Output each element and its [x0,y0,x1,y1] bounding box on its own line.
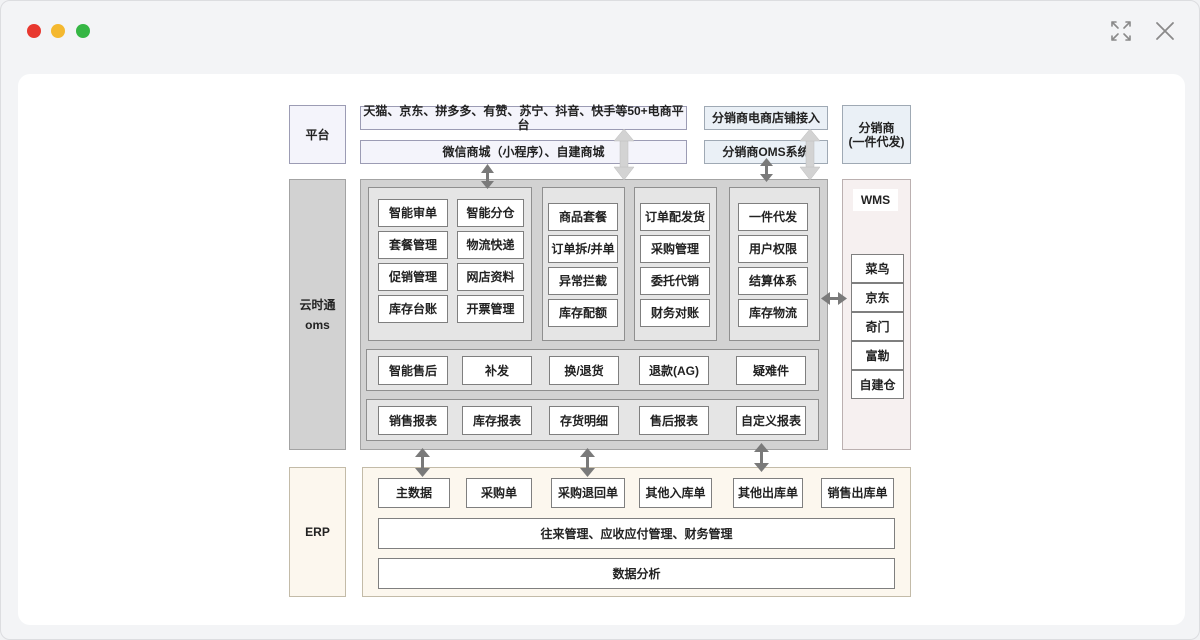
arrow-oms-erp-2 [586,455,589,471]
erp-sales-outbound: 销售出库单 [821,478,894,508]
cell-settlement: 结算体系 [738,267,808,295]
cell-aftersales-report: 售后报表 [639,406,709,435]
wms-cainiao: 菜鸟 [851,254,904,283]
cell-exception: 异常拦截 [548,267,618,295]
minimize-window-dot[interactable] [51,24,65,38]
oms-label-line2: oms [305,317,330,332]
arrow-oms-wms [827,297,841,300]
wms-fule: 富勒 [851,341,904,370]
cell-smart-review: 智能审单 [378,199,448,227]
cell-dropship: 一件代发 [738,203,808,231]
wechat-mall-box: 微信商城（小程序）、自建商城 [360,140,687,164]
arrow-oms-erp-3 [760,450,763,466]
arrow-distributor-oms [765,163,768,175]
arrow-wechat-oms [486,171,489,183]
platform-label: 平台 [289,105,346,164]
cell-smart-warehouse: 智能分仓 [457,199,524,227]
cell-logistics: 物流快递 [457,231,524,259]
maximize-window-dot[interactable] [76,24,90,38]
cell-user-permission: 用户权限 [738,235,808,263]
oms-label: 云时通 oms [289,179,346,450]
cell-sales-report: 销售报表 [378,406,448,435]
cell-package-manage: 套餐管理 [378,231,448,259]
erp-purchase-order: 采购单 [466,478,532,508]
cell-refund: 退款(AG) [639,356,709,385]
erp-other-outbound: 其他出库单 [733,478,803,508]
cell-reconciliation: 财务对账 [640,299,710,327]
cell-order-delivery: 订单配发货 [640,203,710,231]
wms-qimen: 奇门 [851,312,904,341]
erp-finance: 往来管理、应收应付管理、财务管理 [378,518,895,549]
cell-store-info: 网店资料 [457,263,524,291]
cell-purchase: 采购管理 [640,235,710,263]
fullscreen-icon[interactable] [1109,19,1133,43]
cell-invoice: 开票管理 [457,295,524,323]
erp-master-data: 主数据 [378,478,450,508]
cell-stock-detail: 存货明细 [549,406,619,435]
distributor-store-box: 分销商电商店铺接入 [704,106,828,130]
arrow-ecommerce-oms [619,138,629,170]
close-icon[interactable] [1153,19,1177,43]
oms-label-line1: 云时通 [299,297,336,312]
cell-inventory-quota: 库存配额 [548,299,618,327]
erp-label: ERP [289,467,346,597]
erp-data-analysis: 数据分析 [378,558,895,589]
distributor-box: 分销商 (一件代发) [842,105,911,164]
wms-self-built: 自建仓 [851,370,904,399]
cell-exchange-return: 换/退货 [549,356,619,385]
ecommerce-platforms-box: 天猫、京东、拼多多、有赞、苏宁、抖音、快手等50+电商平台 [360,104,687,132]
cell-inventory-ledger: 库存台账 [378,295,448,323]
cell-inventory-logistics: 库存物流 [738,299,808,327]
cell-reissue: 补发 [462,356,532,385]
cell-smart-aftersales: 智能售后 [378,356,448,385]
cell-custom-report: 自定义报表 [736,406,806,435]
erp-purchase-return: 采购退回单 [551,478,625,508]
cell-order-split: 订单拆/并单 [548,235,618,263]
cell-promotion: 促销管理 [378,263,448,291]
wms-title: WMS [853,189,898,211]
wms-jd: 京东 [851,283,904,312]
cell-product-package: 商品套餐 [548,203,618,231]
close-window-dot[interactable] [27,24,41,38]
erp-other-inbound: 其他入库单 [639,478,712,508]
arrow-distributor-store [805,138,815,170]
arrow-oms-erp-1 [421,455,424,471]
cell-consignment: 委托代销 [640,267,710,295]
cell-difficult: 疑难件 [736,356,806,385]
cell-inventory-report: 库存报表 [462,406,532,435]
